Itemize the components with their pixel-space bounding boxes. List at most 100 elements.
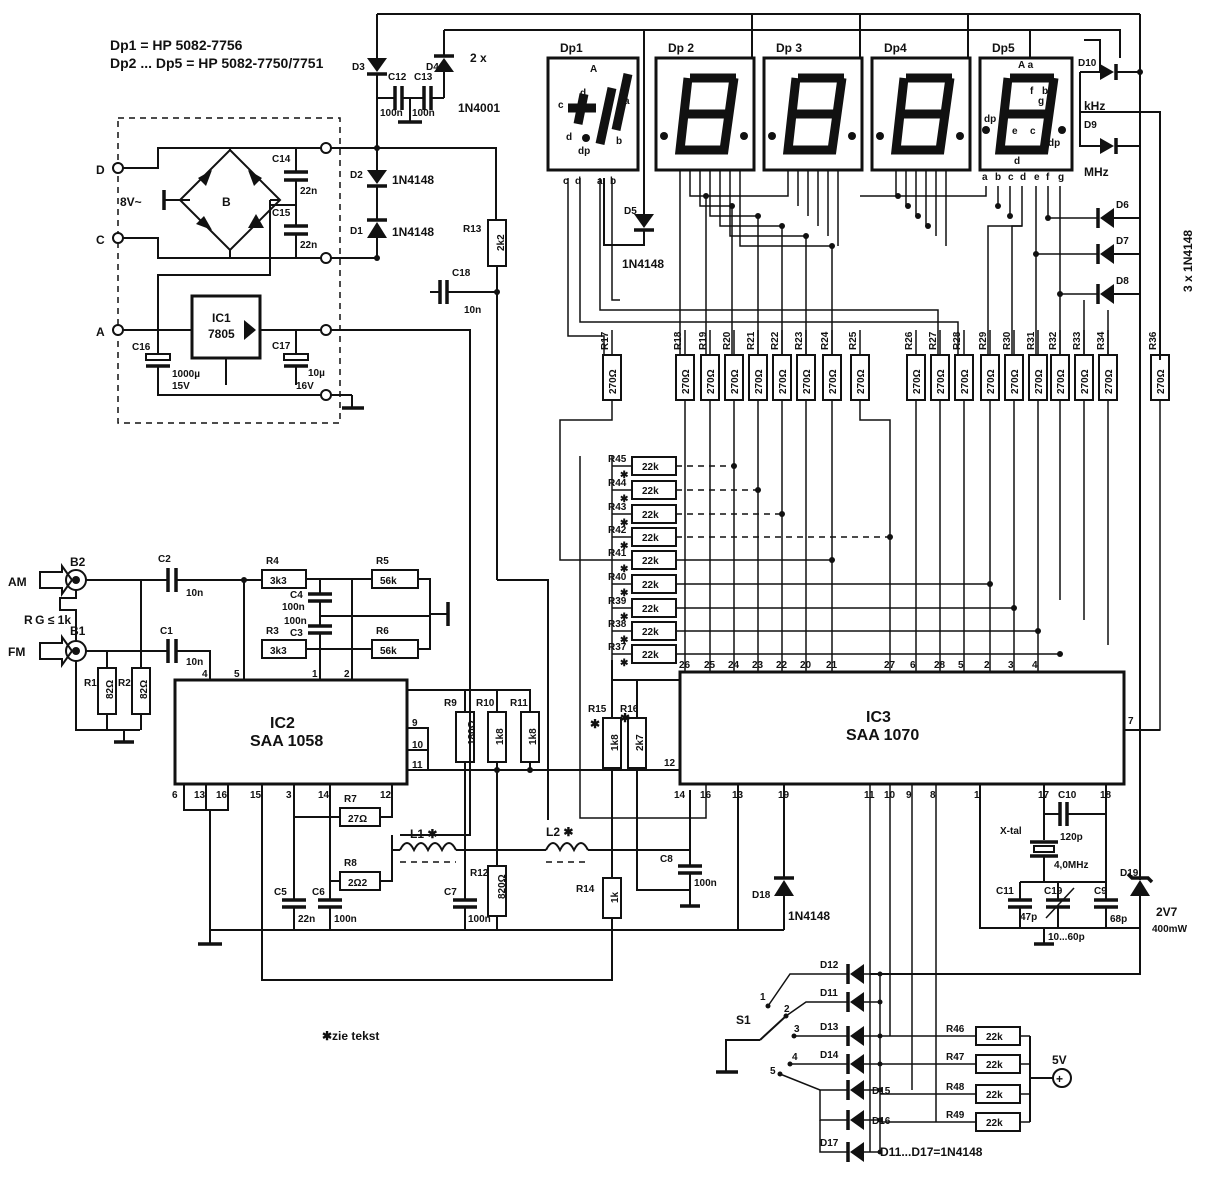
ps-out-node-3 (320, 324, 332, 336)
svg-text:22n: 22n (298, 914, 315, 925)
svg-text:e: e (1012, 126, 1018, 137)
svg-text:R28: R28 (952, 331, 963, 350)
svg-text:R21: R21 (746, 331, 757, 350)
svg-text:12: 12 (664, 758, 676, 769)
svg-text:22k: 22k (642, 556, 659, 567)
svg-text:c: c (563, 176, 569, 187)
svg-text:A: A (590, 64, 597, 75)
capacitor-c9: C9 68p (1094, 886, 1127, 928)
resistor-r1: R1 82Ω (84, 667, 117, 715)
svg-text:D18: D18 (752, 890, 771, 901)
svg-text:D4: D4 (426, 62, 439, 73)
svg-text:R36: R36 (1148, 331, 1159, 350)
resistor-r10: R10 1k8 (476, 698, 507, 763)
svg-text:R14: R14 (576, 884, 595, 895)
svg-text:e: e (1034, 172, 1040, 183)
svg-text:X-tal: X-tal (1000, 826, 1022, 837)
svg-text:100n: 100n (282, 602, 305, 613)
diode-d12: D12 (820, 960, 883, 984)
svg-text:R34: R34 (1096, 331, 1107, 350)
svg-text:R46: R46 (946, 1024, 965, 1035)
ic1-type: 7805 (208, 327, 235, 341)
svg-text:15V: 15V (172, 381, 190, 392)
svg-text:R30: R30 (1002, 331, 1013, 350)
svg-text:AM: AM (8, 575, 27, 589)
svg-text:D5: D5 (624, 206, 637, 217)
footnote: ✱zie tekst (322, 1029, 379, 1043)
diode-d1: D1 1N4148 (350, 218, 434, 239)
svg-text:R4: R4 (266, 556, 279, 567)
svg-text:R40: R40 (608, 572, 627, 583)
svg-text:R3: R3 (266, 626, 279, 637)
svg-text:22k: 22k (642, 462, 659, 473)
resistor-r11: R11 1k8 (510, 698, 540, 763)
svg-text:22k: 22k (642, 533, 659, 544)
resistor-r8: R8 2Ω2 (339, 858, 381, 891)
svg-text:D12: D12 (820, 960, 839, 971)
svg-text:11: 11 (412, 760, 423, 771)
am-input: AM B2 (8, 555, 87, 598)
svg-text:4,0MHz: 4,0MHz (1054, 860, 1088, 871)
svg-text:R32: R32 (1048, 331, 1059, 350)
svg-text:dp: dp (1048, 138, 1060, 149)
capacitor-c3: C3 100n (284, 616, 332, 649)
svg-text:100n: 100n (412, 108, 435, 119)
resistor-r2: R2 82Ω (118, 667, 151, 715)
svg-text:22k: 22k (642, 604, 659, 615)
svg-text:C18: C18 (452, 268, 471, 279)
svg-text:100n: 100n (380, 108, 403, 119)
svg-text:R11: R11 (510, 698, 528, 709)
svg-text:8: 8 (930, 790, 936, 801)
svg-text:21: 21 (826, 660, 838, 671)
rg-label: R G ≤ 1k (24, 613, 71, 627)
svg-text:1: 1 (760, 992, 766, 1003)
svg-text:C17: C17 (272, 341, 291, 352)
svg-text:R26: R26 (904, 331, 915, 350)
resistor-r14: R14 1k (576, 877, 622, 919)
svg-text:R49: R49 (946, 1110, 965, 1121)
resistor-bank-r37-r45: R4522k✱R4422k✱R4322k✱R4222k✱R4122k✱R4022… (608, 454, 1063, 669)
capacitor-c18: C18 10n (438, 268, 497, 316)
diode-d2: D2 1N4148 (350, 170, 434, 188)
svg-text:C2: C2 (158, 554, 171, 565)
ic1-arrow (244, 320, 256, 340)
svg-text:D10: D10 (1078, 58, 1097, 69)
connector-c-label: C (96, 233, 105, 247)
svg-text:✱: ✱ (620, 541, 629, 552)
svg-text:f: f (1030, 86, 1034, 97)
svg-text:R13: R13 (463, 224, 482, 235)
svg-text:C4: C4 (290, 590, 303, 601)
svg-text:1k8: 1k8 (610, 734, 621, 751)
ic2-type: SAA 1058 (250, 733, 323, 750)
capacitor-c2: C2 10n (158, 554, 203, 599)
connector-a-label: A (96, 325, 105, 339)
svg-text:2: 2 (984, 660, 990, 671)
svg-text:3: 3 (286, 790, 292, 801)
svg-text:4: 4 (792, 1052, 798, 1063)
resistor-r6: R6 56k (371, 626, 419, 659)
resistor-r15: R15 1k8 (588, 704, 622, 769)
connector-d-label: D (96, 163, 105, 177)
svg-text:R27: R27 (928, 331, 939, 350)
diode-d6: D6 (1096, 200, 1129, 228)
svg-text:R45: R45 (608, 454, 627, 465)
svg-text:R25: R25 (848, 331, 859, 350)
svg-text:6: 6 (172, 790, 178, 801)
svg-text:D11: D11 (820, 988, 838, 999)
resistor-r9: R9 180Ω (444, 698, 478, 763)
resistor-r5: R5 56k (371, 556, 419, 589)
svg-text:16V: 16V (296, 381, 314, 392)
svg-text:C19: C19 (1044, 886, 1063, 897)
led-d9: D9 MHz (1084, 120, 1118, 179)
svg-text:3k3: 3k3 (270, 646, 287, 657)
svg-text:D19: D19 (1120, 868, 1139, 879)
svg-text:✱: ✱ (620, 494, 629, 505)
dp1-part-note: Dp1 = HP 5082-7756 (110, 37, 243, 53)
